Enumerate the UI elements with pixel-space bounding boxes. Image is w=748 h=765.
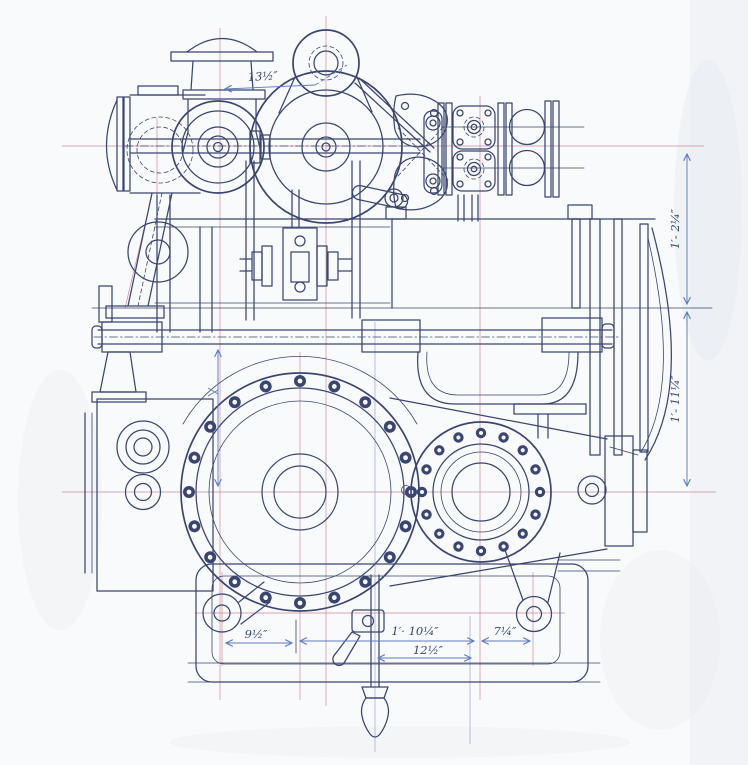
dim-right-lower: 1′- 11¼″ — [668, 375, 682, 423]
base-bed — [187, 563, 601, 683]
dim-bottom-right: 7¼″ — [494, 624, 517, 638]
tie-rod — [91, 317, 619, 353]
hand-lever — [360, 574, 390, 738]
valve-chest — [437, 100, 560, 222]
bearing-cover — [410, 421, 552, 563]
dimension-annotations: 13½″ 1′- 2¼″ 1′- 11¼″ 9½″ 1′· 10¼″ 7¼″ 1… — [207, 64, 687, 658]
left-pulley — [171, 100, 271, 194]
left-housing — [84, 398, 214, 592]
pipe-loop — [417, 351, 587, 439]
centerlines — [62, 16, 716, 752]
drum-cylinder — [391, 218, 672, 461]
dim-bottom-left: 9½″ — [245, 627, 268, 641]
dim-right-upper: 1′- 2¼″ — [668, 208, 682, 249]
drain-cock-lever — [332, 609, 385, 667]
tapered-housing — [389, 397, 648, 587]
eccentric — [292, 29, 435, 153]
steam-cylinder-unit — [170, 37, 274, 153]
valve-rod-crosshead — [239, 227, 353, 301]
left-diagonal-pipe — [91, 192, 189, 403]
right-foot-roller — [504, 549, 561, 633]
dim-bottom-center: 1′· 10¼″ — [391, 624, 439, 638]
center-pulley — [249, 70, 403, 224]
left-foot-roller — [202, 581, 271, 633]
dim-top-width: 13½″ — [247, 68, 278, 84]
dim-bottom-overall: 12½″ — [413, 643, 444, 657]
left-elbow — [105, 85, 206, 194]
crankshaft — [124, 138, 431, 154]
